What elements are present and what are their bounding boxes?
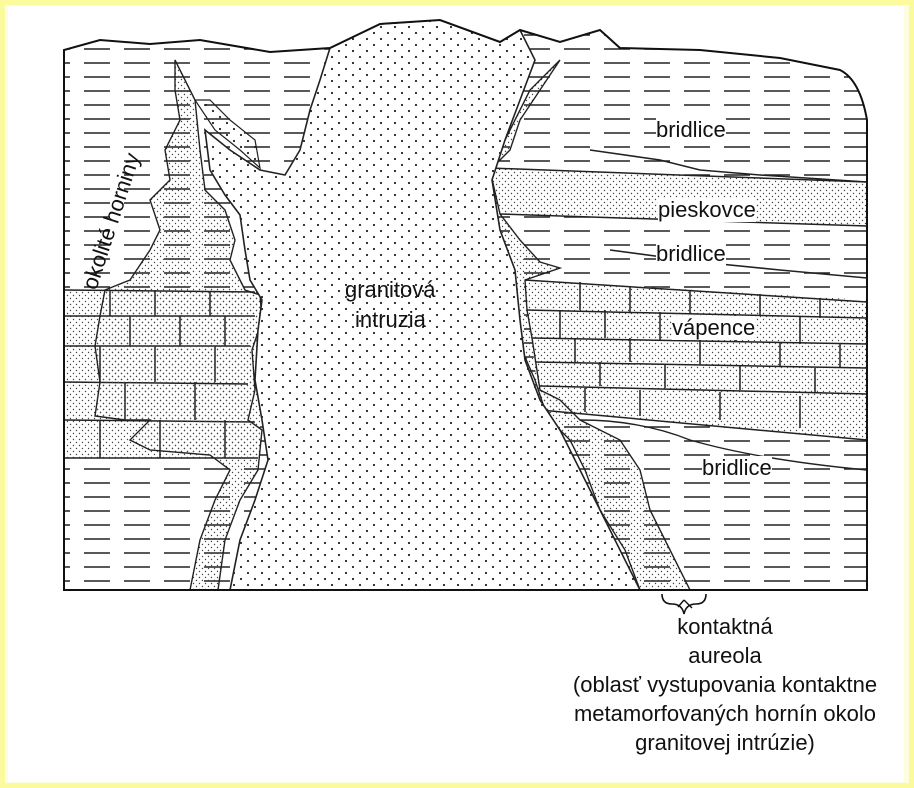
label-intrusion-line2: intruzia [355,308,426,332]
caption-line1: kontaktná [560,612,890,641]
label-shale-bottom: bridlice [702,456,772,480]
label-shale-top: bridlice [656,118,726,142]
caption-line3: (oblasť vystupovania kontaktne [560,670,890,699]
rock-block [60,20,870,595]
caption-line2: aureola [560,641,890,670]
caption-line5: granitovej intrúzie) [560,728,890,757]
aureole-caption: kontaktná aureola (oblasť vystupovania k… [560,612,890,757]
aureole-brace [662,594,706,614]
label-intrusion-line1: granitová [345,278,436,302]
label-limestone: vápence [672,316,755,340]
label-sandstone: pieskovce [658,198,756,222]
caption-line4: metamorfovaných hornín okolo [560,699,890,728]
label-shale-mid: bridlice [656,242,726,266]
